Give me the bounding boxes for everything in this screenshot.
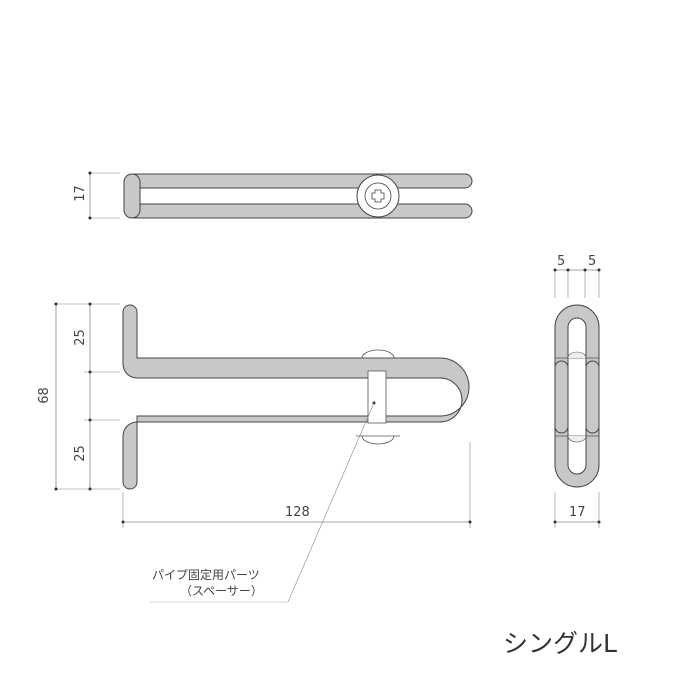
top-height-dimension: 17	[72, 185, 88, 202]
end-left-dimension: 5	[557, 254, 566, 269]
side-lower-dimension: 25	[72, 445, 88, 462]
callout-label-line1: パイプ固定用パーツ	[152, 568, 260, 582]
side-width-dimension: 128	[285, 505, 310, 520]
side-view	[54, 302, 472, 603]
callout-label-line2: （スペーサー）	[180, 584, 263, 598]
end-view	[553, 268, 601, 528]
top-view	[88, 171, 473, 220]
side-total-dimension: 68	[36, 387, 52, 404]
product-title: シングルL	[503, 629, 617, 658]
end-width-dimension: 17	[569, 505, 586, 520]
side-upper-dimension: 25	[72, 329, 88, 346]
end-right-dimension: 5	[588, 254, 597, 269]
